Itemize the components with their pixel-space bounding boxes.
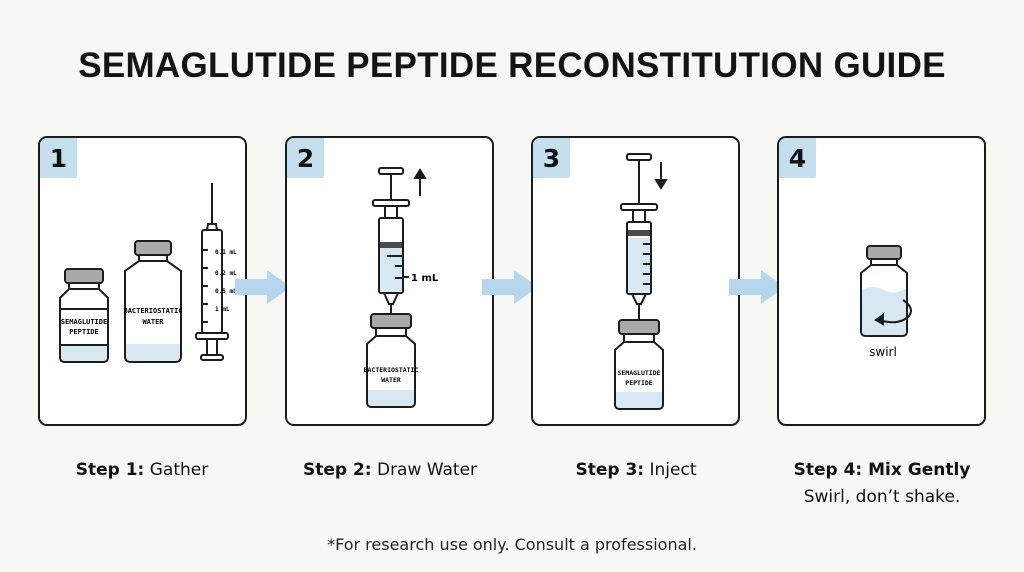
vial-label: BACTERIOSTATIC [364,366,419,374]
page-title: SEMAGLUTIDE PEPTIDE RECONSTITUTION GUIDE [78,46,946,85]
caption-bold: Step 2: [302,460,372,480]
gather-illustration: SEMAGLUTIDE PEPTIDE BACTERIOSTATIC WATER… [59,183,237,363]
syringe-mark: 1 mL [215,306,230,313]
syringe-mark: 0.5 mL [215,288,237,295]
step-number-badge: 2 [287,138,324,178]
caption-text: Inject [644,460,697,480]
step-number-badge: 1 [40,138,77,178]
step-4-panel: 4 swirl [777,136,986,426]
step-arrow-icon [482,270,538,304]
step-4-caption: Step 4: Mix Gently Swirl, don’t shake. [752,457,1012,511]
footnote: *For research use only. Consult a profes… [327,535,697,554]
down-arrow-icon [654,162,668,190]
step-number-badge: 3 [533,138,570,178]
water-label: WATER [142,318,164,326]
syringe-mark: 0.2 mL [215,270,237,277]
draw-water-illustration: 1 mL BACTERIOSTATIC WATER [364,167,439,408]
caption-text: Gather [144,460,209,480]
vial-label: PEPTIDE [69,328,99,336]
step-arrow-icon [729,270,785,304]
syringe-mark: 0.1 mL [215,249,237,256]
caption-bold: Step 1: [75,460,145,480]
peptide-vial-icon [59,268,109,363]
step-2-caption: Step 2: Draw Water [260,457,520,484]
step-arrow-icon [235,270,291,304]
step-1-panel: 1 SEMAGLUTIDE PEPTIDE BACTERIOSTATIC WAT… [38,136,247,426]
up-arrow-icon [413,168,427,196]
caption-text: Draw Water [371,460,478,480]
inject-illustration: SEMAGLUTIDE PEPTIDE [614,153,668,410]
caption-bold: Step 3: [575,460,645,480]
swirl-label: swirl [869,345,897,359]
syringe-icon [620,153,658,324]
swirl-arrow-icon [874,299,912,326]
step-number-badge: 4 [779,138,816,178]
caption-bold: Step 4: Mix Gently [793,460,971,480]
step-1-caption: Step 1: Gather [12,457,272,484]
step-2-panel: 2 1 mL BACTERIOSTATIC [285,136,494,426]
volume-label: 1 mL [411,273,439,284]
step-3-panel: 3 SEMAGLUTIDE PEPTI [531,136,740,426]
water-vial-icon [366,313,416,408]
vial-label: SEMAGLUTIDE [617,369,660,377]
peptide-vial-icon [614,319,664,410]
step-3-caption: Step 3: Inject [506,457,766,484]
syringe-icon [195,183,229,361]
vial-label: WATER [381,376,401,384]
water-bottle-icon [124,240,182,363]
syringe-icon [372,167,410,320]
water-label: BACTERIOSTATIC [123,307,182,315]
mix-illustration: swirl [860,245,912,359]
vial-label: PEPTIDE [625,379,652,387]
vial-label: SEMAGLUTIDE [61,318,107,326]
caption-subtext: Swirl, don’t shake. [803,487,961,507]
